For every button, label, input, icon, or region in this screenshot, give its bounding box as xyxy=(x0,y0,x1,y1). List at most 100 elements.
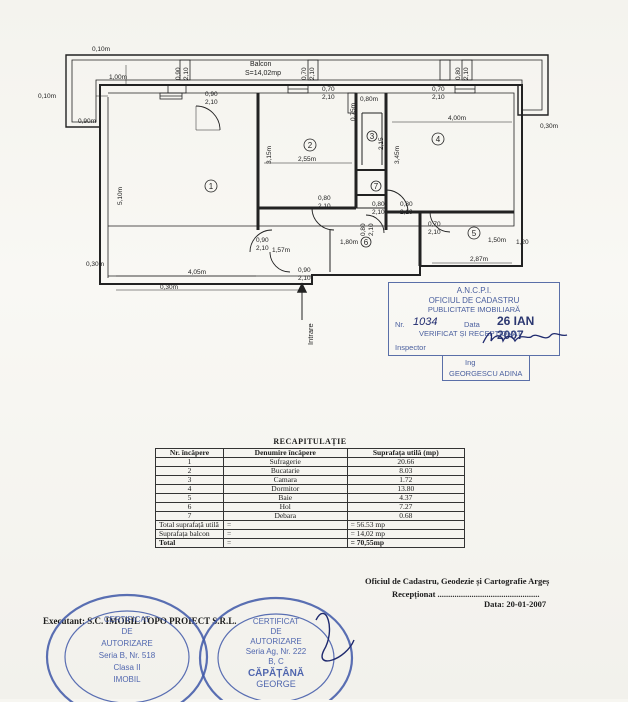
dim-label: 4,05m xyxy=(188,269,206,276)
dim-label: 1,80m xyxy=(340,239,358,246)
door-arc-4 xyxy=(269,251,291,273)
recap-section: RECAPITULAȚIE Nr. încăpere Denumire încă… xyxy=(155,437,466,548)
cell: Total xyxy=(155,538,224,548)
seal-text: IMOBIL xyxy=(113,675,141,684)
seal-text: GEORGE xyxy=(256,679,296,689)
stamp-verified: VERIFICAT ȘI RECEPȚIONAT xyxy=(419,329,522,338)
dim-label: 0,80 xyxy=(455,67,462,80)
entrance-label: Intrare xyxy=(306,323,315,345)
window-4 xyxy=(167,84,187,94)
floor-plan: 1 2 3 4 5 6 7 Balcon S=14,02mp 0,10m 1,0… xyxy=(38,46,558,345)
executant: Executant: S.C. IMOBIL TOPO PROIECT S.R.… xyxy=(43,616,237,626)
dim-label: 2,10 xyxy=(432,94,445,101)
dim-label: 2,10 xyxy=(298,275,311,282)
room-marker-5 xyxy=(467,226,481,240)
seal-text: Seria Ag, Nr. 222 xyxy=(246,647,307,656)
balcony-label: Balcon xyxy=(250,61,272,68)
received-line: Recepționat ............................… xyxy=(392,589,540,599)
room-marker-2 xyxy=(303,138,317,152)
dim-label: 0,80 xyxy=(400,201,413,208)
seal-text: DE xyxy=(121,627,132,636)
dim-label: 0,70 xyxy=(322,86,335,93)
dim-label: 2,10 xyxy=(256,245,269,252)
dim-label: 2,10 xyxy=(183,67,190,80)
dim-label: 0,80 xyxy=(372,201,385,208)
dim-label: 2,10 xyxy=(205,99,218,106)
table-header-row: Nr. încăpere Denumire încăpere Suprafața… xyxy=(155,448,466,458)
room-marker-6 xyxy=(360,236,372,248)
recap-table: Nr. încăpere Denumire încăpere Suprafața… xyxy=(155,448,466,548)
apartment-outline xyxy=(99,84,523,285)
dim-label: 1,57m xyxy=(272,247,290,254)
dim-label: 0,90m xyxy=(78,118,96,125)
dim-label: 0,90 xyxy=(205,91,218,98)
window-9 xyxy=(347,92,357,114)
total-row: Suprafața balcon== 14,02 mp xyxy=(155,529,466,539)
window-5 xyxy=(461,59,473,81)
dim-label: 2,10 xyxy=(400,209,413,216)
seal-text: CERTIFICAT xyxy=(104,615,150,624)
recap-title: RECAPITULAȚIE xyxy=(273,437,347,446)
dim-label: 0,90 xyxy=(175,67,182,80)
room-marker-1 xyxy=(204,179,218,193)
dim-label: 0,70 xyxy=(432,86,445,93)
dim-label: 4,00m xyxy=(448,115,466,122)
stamp-office: OFICIUL DE CADASTRU xyxy=(428,296,520,305)
door-arc-7 xyxy=(365,214,385,234)
room-1: 1 xyxy=(209,182,214,191)
personal-seal: CERTIFICAT DE AUTORIZARE Seria Ag, Nr. 2… xyxy=(198,596,355,700)
room-2: 2 xyxy=(308,141,313,150)
executant-signature xyxy=(315,612,355,662)
document-date: Data: 20-01-2007 xyxy=(484,599,547,609)
dim-label: 2,10 xyxy=(463,67,470,80)
inspector-name-stamp: Ing GEORGESCU ADINA xyxy=(442,355,530,381)
dim-label: 0,30m xyxy=(160,284,178,291)
door-arc-5 xyxy=(385,189,409,213)
dim-label: 0,90 xyxy=(298,267,311,274)
seal-text: B, C xyxy=(268,657,284,666)
room-marker-3 xyxy=(366,130,378,142)
room-3: 3 xyxy=(370,132,375,141)
dim-label: 0,30m xyxy=(86,261,104,268)
stamp-sub: PUBLICITATE IMOBILIARĂ xyxy=(427,305,521,314)
stamp-ing-label: Ing xyxy=(465,358,476,367)
dim-label: 1,20 xyxy=(516,239,529,246)
dim-label: 1,00m xyxy=(109,74,127,81)
room-6: 6 xyxy=(364,238,369,247)
dim-label: 0,80m xyxy=(360,96,378,103)
company-seal: CERTIFICAT DE AUTORIZARE Seria B, Nr. 51… xyxy=(45,593,209,702)
room-marker-7 xyxy=(370,180,382,192)
stamp-inspector: Inspector xyxy=(395,343,426,352)
dim-label: 2,10 xyxy=(368,223,375,236)
seal-text: DE xyxy=(270,627,281,636)
dim-label: 2,10 xyxy=(372,209,385,216)
dim-label: 0,75m xyxy=(350,103,357,121)
door-arc-1 xyxy=(195,105,221,131)
dim-label: 0,90 xyxy=(256,237,269,244)
stamp-ing-name: GEORGESCU ADINA xyxy=(449,369,523,378)
room-7: 7 xyxy=(374,182,379,191)
cell: = xyxy=(222,520,348,530)
dim-label: 1,50m xyxy=(488,237,506,244)
dim-label: 0,70 xyxy=(301,67,308,80)
dim-label: 2,10 xyxy=(428,229,441,236)
stamp-agency: A.N.C.P.I. xyxy=(456,286,492,295)
seal-text: AUTORIZARE xyxy=(250,637,301,646)
door-arc-3 xyxy=(249,229,273,253)
total-row: Total== 70,55mp xyxy=(155,538,466,548)
window-7 xyxy=(179,59,191,81)
dim-label: 3,15m xyxy=(266,146,273,164)
seal-text: CERTIFICAT xyxy=(253,617,299,626)
balcony-area: S=14,02mp xyxy=(245,70,281,77)
cell: Debara xyxy=(222,511,348,521)
dim-label: 2,15 xyxy=(378,137,385,150)
dim-label: 0,30m xyxy=(540,123,558,130)
dim-label: 2,10 xyxy=(309,67,316,80)
balcony-outline xyxy=(65,54,549,128)
dim-label: 2,10 xyxy=(322,94,335,101)
dim-label: 2,55m xyxy=(298,156,316,163)
